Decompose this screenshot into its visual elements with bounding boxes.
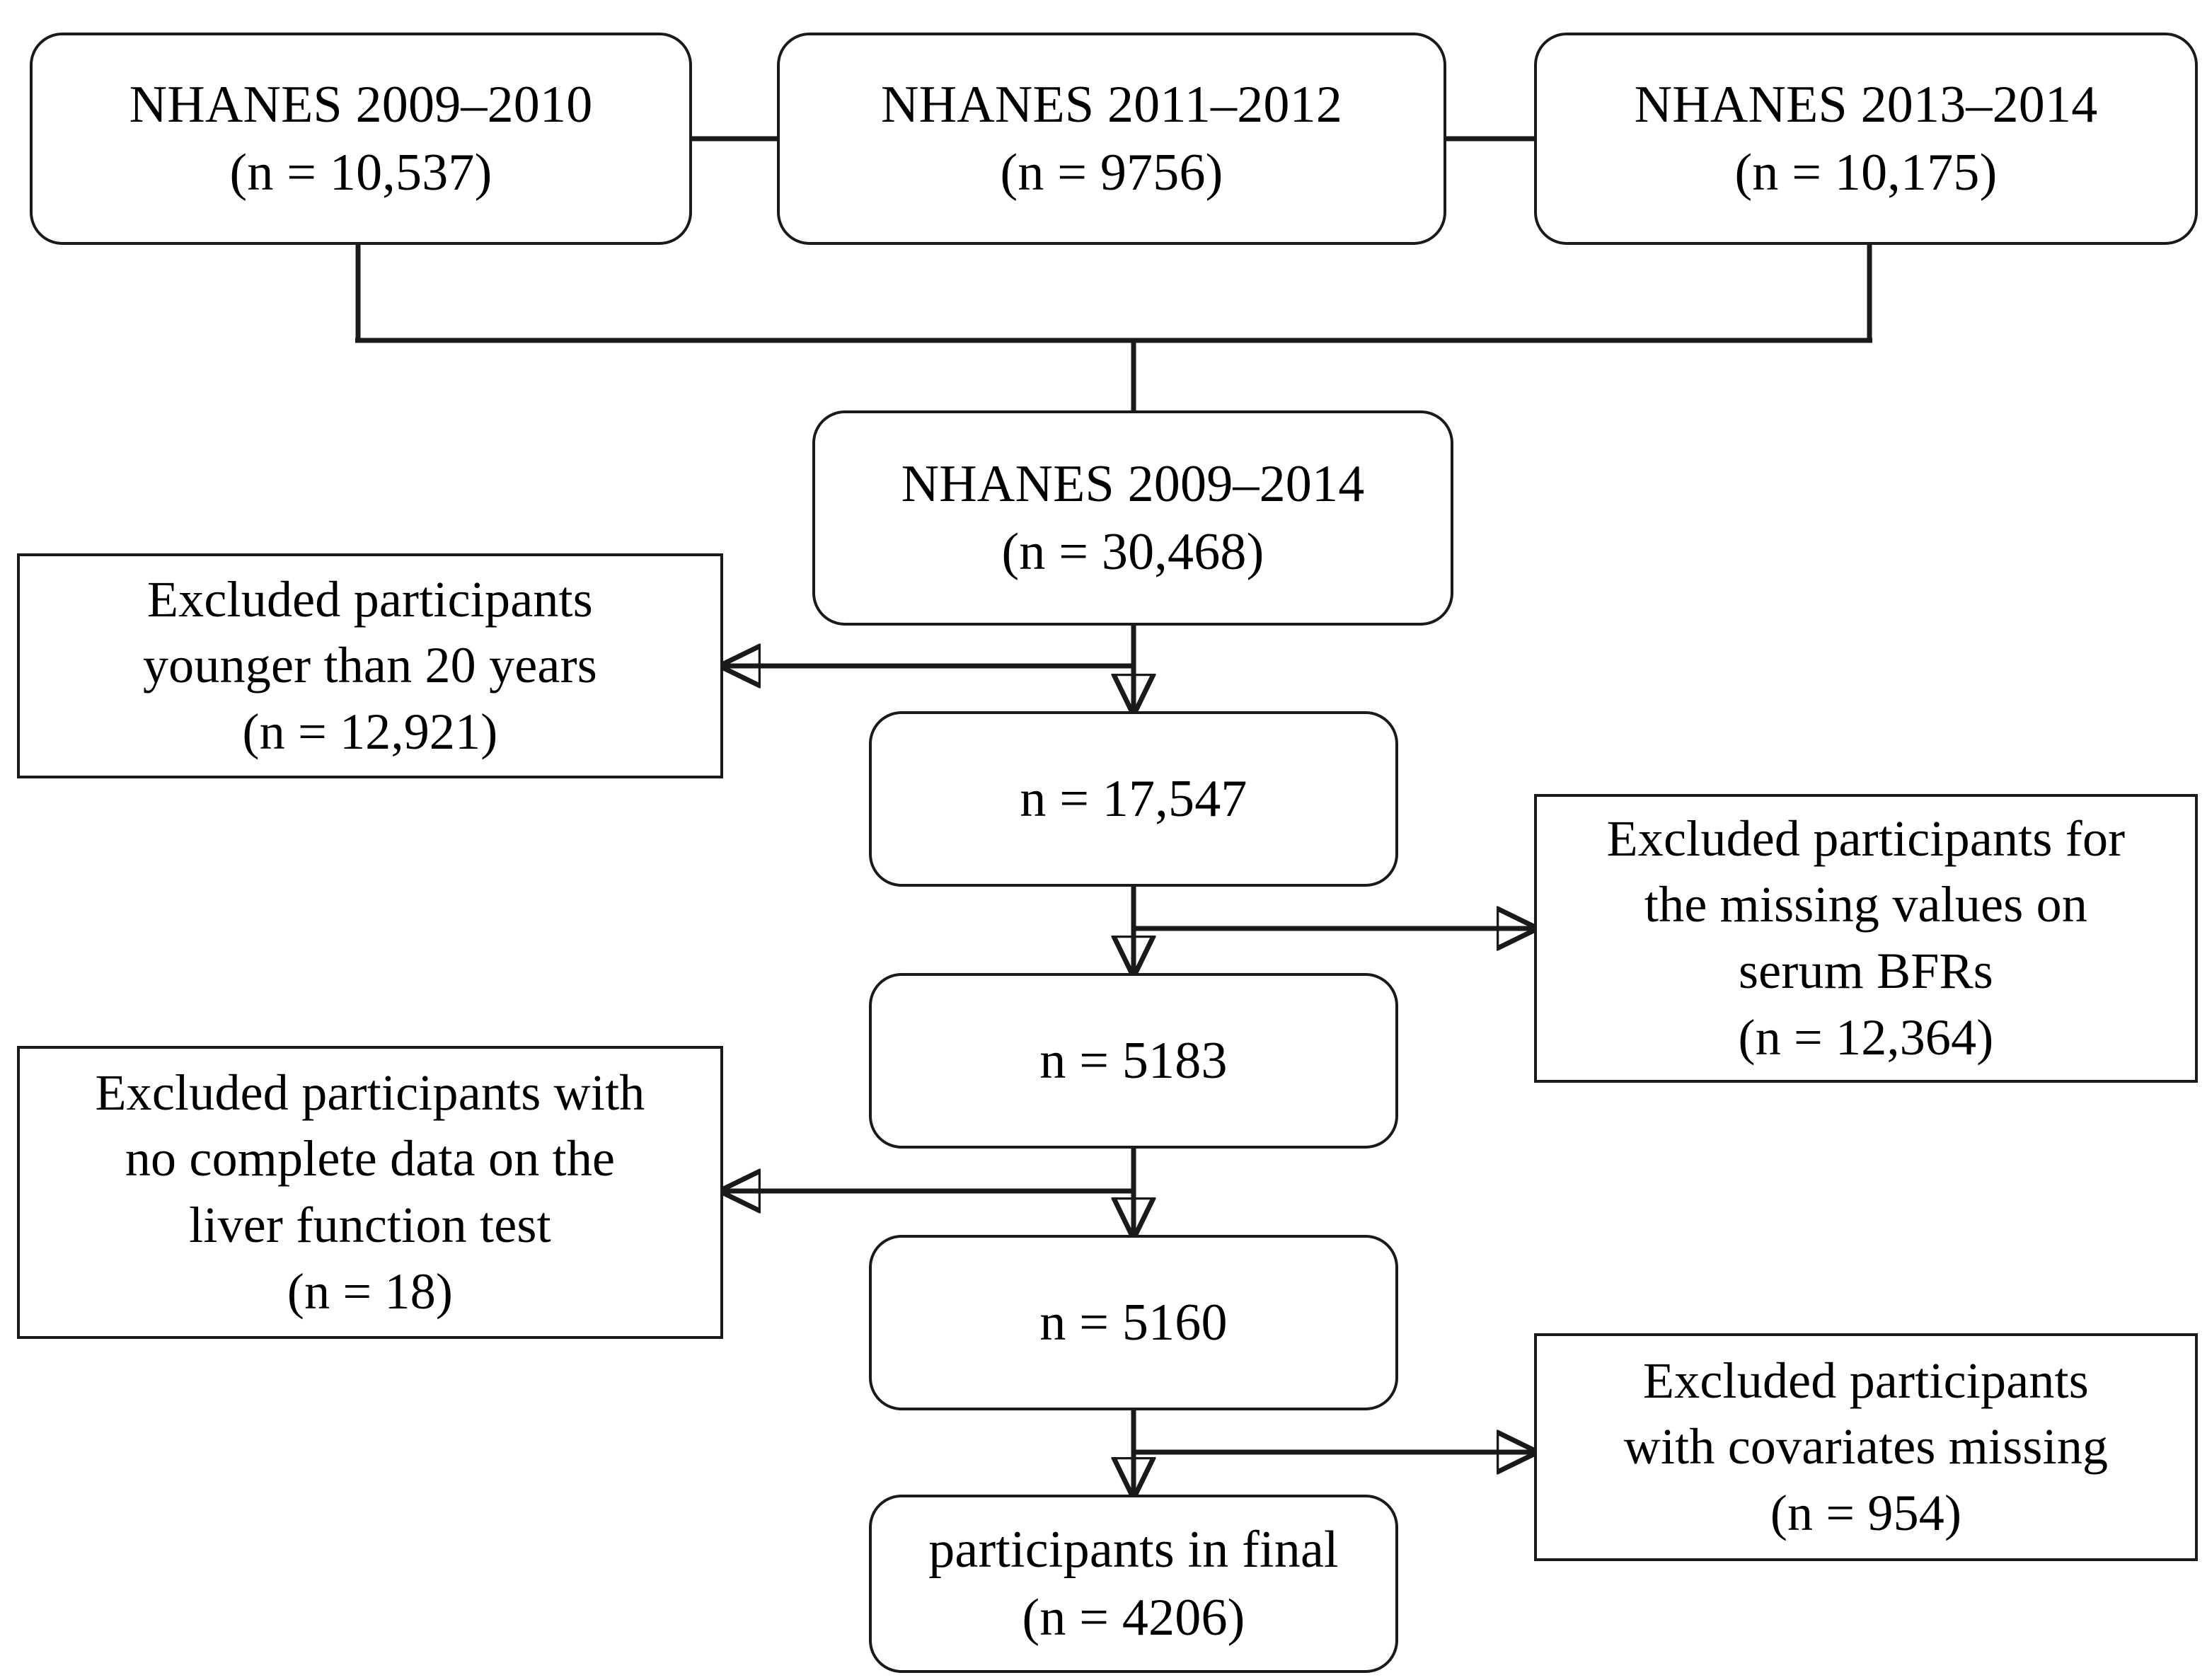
node-line-1: Excluded participants for: [1606, 810, 2126, 867]
node-participants-in-final[interactable]: participants in final (n = 4206): [869, 1495, 1398, 1673]
node-line-3: (n = 12,921): [242, 703, 498, 760]
node-line-2: the missing values on: [1644, 876, 2088, 933]
node-line-1: Excluded participants: [147, 570, 593, 628]
node-line-3: liver function test: [189, 1197, 551, 1253]
node-line-1: NHANES 2009–2010: [129, 75, 593, 134]
node-line-2: (n = 10,175): [1734, 144, 1998, 202]
node-remaining-5183[interactable]: n = 5183: [869, 973, 1398, 1149]
node-excluded-serum-bfrs[interactable]: Excluded participants for the missing va…: [1534, 794, 2198, 1083]
node-line-2: with covariates missing: [1623, 1418, 2109, 1475]
node-line-2: younger than 20 years: [142, 637, 597, 694]
node-excluded-covariates-missing[interactable]: Excluded participants with covariates mi…: [1534, 1333, 2198, 1561]
node-nhanes-2009-2010[interactable]: NHANES 2009–2010 (n = 10,537): [30, 33, 692, 245]
node-remaining-5160[interactable]: n = 5160: [869, 1235, 1398, 1410]
node-line-1: Excluded participants with: [95, 1064, 645, 1121]
node-nhanes-2013-2014[interactable]: NHANES 2013–2014 (n = 10,175): [1534, 33, 2198, 245]
node-excluded-younger-than-20[interactable]: Excluded participants younger than 20 ye…: [17, 553, 723, 778]
node-nhanes-2009-2014-combined[interactable]: NHANES 2009–2014 (n = 30,468): [812, 410, 1453, 626]
node-remaining-17547[interactable]: n = 17,547: [869, 711, 1398, 887]
node-line-1: NHANES 2009–2014: [901, 454, 1365, 513]
node-line-1: n = 5160: [1039, 1293, 1228, 1352]
node-line-2: no complete data on the: [125, 1130, 616, 1187]
node-line-1: n = 17,547: [1020, 769, 1247, 828]
node-line-1: n = 5183: [1039, 1031, 1228, 1090]
node-line-1: Excluded participants: [1643, 1352, 2089, 1409]
node-line-1: NHANES 2013–2014: [1634, 75, 2098, 134]
node-excluded-liver-function-test[interactable]: Excluded participants with no complete d…: [17, 1046, 723, 1339]
node-line-4: (n = 18): [287, 1262, 454, 1320]
node-line-4: (n = 12,364): [1738, 1008, 1994, 1066]
node-line-2: (n = 4206): [1022, 1589, 1245, 1647]
node-line-2: (n = 30,468): [1001, 523, 1264, 581]
node-line-1: participants in final: [928, 1520, 1339, 1579]
node-nhanes-2011-2012[interactable]: NHANES 2011–2012 (n = 9756): [777, 33, 1446, 245]
node-line-2: (n = 10,537): [229, 144, 492, 202]
node-line-2: (n = 9756): [1000, 144, 1223, 202]
node-line-3: serum BFRs: [1738, 943, 1994, 999]
node-line-1: NHANES 2011–2012: [880, 75, 1343, 134]
node-line-3: (n = 954): [1770, 1484, 1962, 1541]
